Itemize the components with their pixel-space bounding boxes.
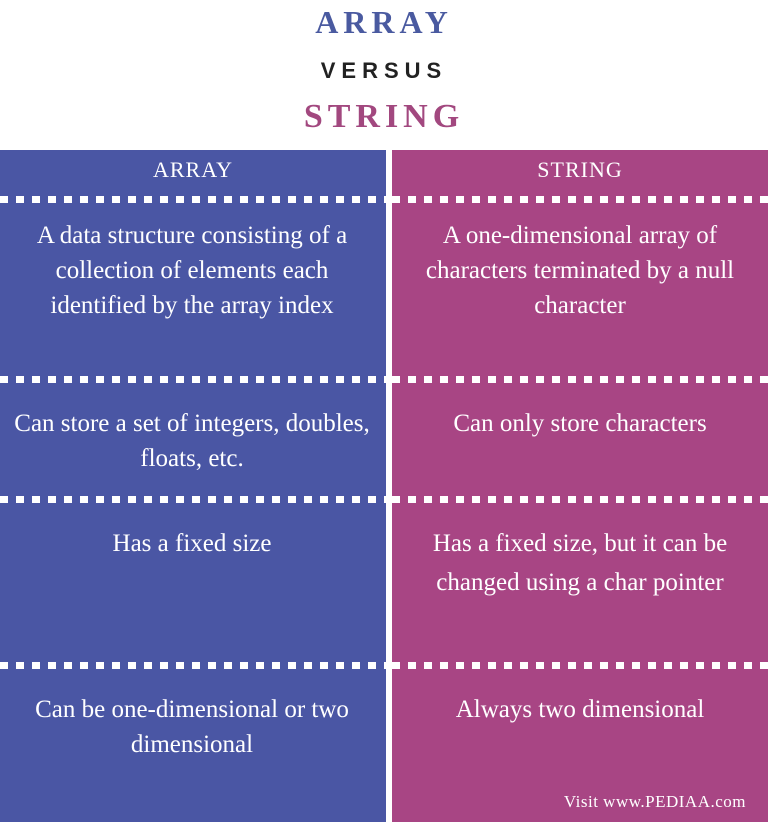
array-storage: Can store a set of integers, doubles, fl… (14, 410, 370, 472)
array-dimension: Can be one-dimensional or two dimensiona… (35, 696, 349, 758)
string-size: Has a fixed size, but it can be changed … (432, 530, 728, 596)
array-size: Has a fixed size (112, 530, 272, 557)
string-dimension: Always two dimensional (455, 696, 705, 723)
array-column: ARRAY A data structure consisting of a c… (0, 150, 386, 822)
string-column: STRING A one-dimensional array of charac… (392, 150, 768, 822)
array-column-heading: ARRAY (153, 157, 233, 182)
string-definition: A one-dimensional array of characters te… (425, 222, 735, 319)
source-credit: Visit www.PEDIAA.com (563, 792, 746, 811)
row-divider (0, 376, 386, 383)
row-divider (392, 496, 768, 503)
row-divider (0, 662, 386, 669)
string-column-heading: STRING (537, 157, 623, 182)
row-divider (392, 662, 768, 669)
string-storage: Can only store characters (453, 410, 707, 437)
title-versus: VERSUS (320, 58, 448, 83)
comparison-header: ARRAY VERSUS STRING (0, 0, 768, 150)
array-definition: A data structure consisting of a collect… (36, 222, 348, 319)
row-divider (392, 376, 768, 383)
row-divider (0, 496, 386, 503)
row-divider (0, 196, 386, 203)
title-array: ARRAY (315, 4, 453, 40)
title-string: STRING (303, 98, 465, 135)
row-divider (392, 196, 768, 203)
